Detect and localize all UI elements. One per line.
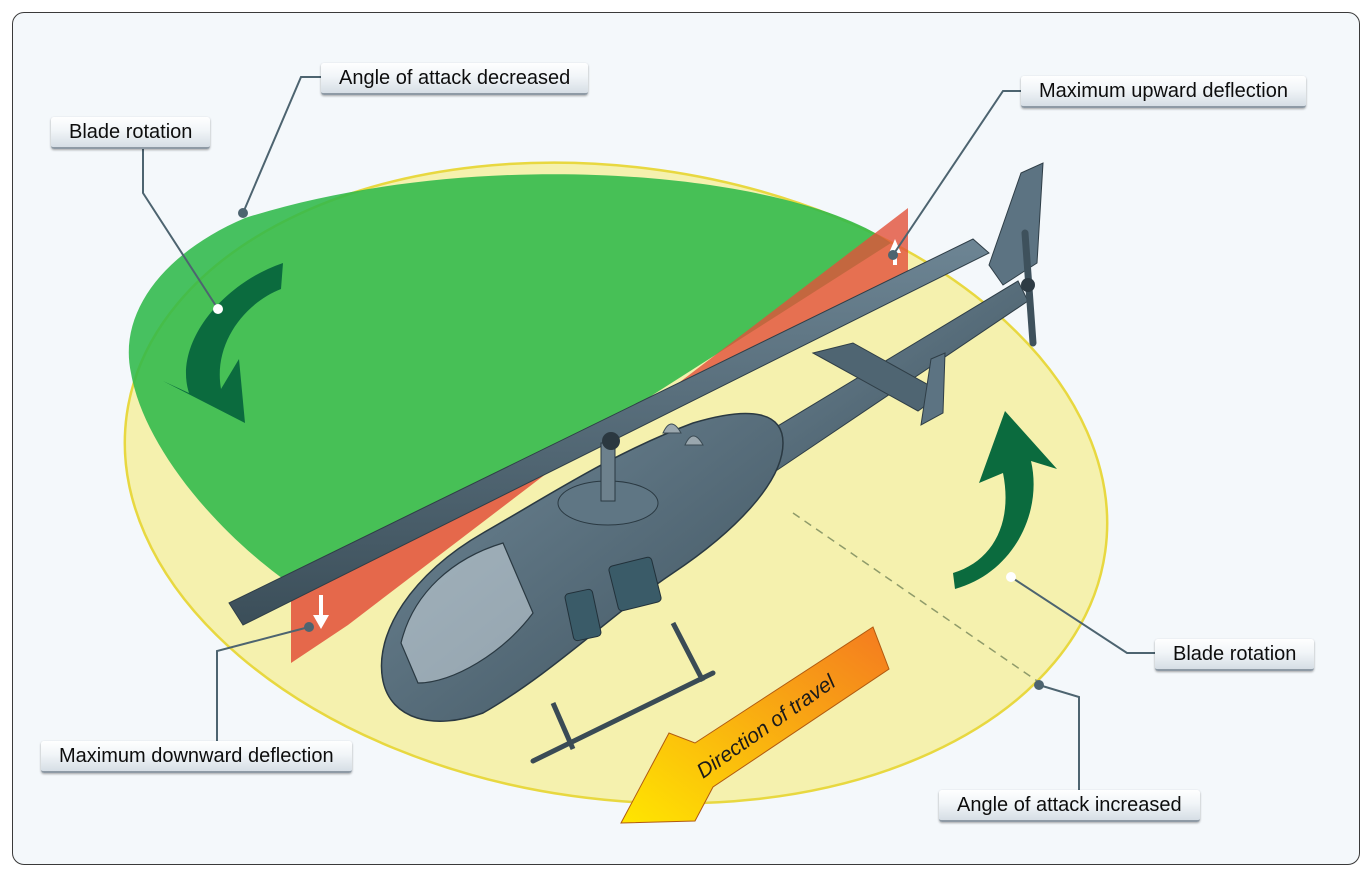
rotor-diagram-scene: Direction of travel [123, 76, 1155, 824]
label-blade-rotation-left: Blade rotation [51, 117, 211, 149]
leader-angle-decreased [242, 76, 323, 214]
cockpit-window [400, 542, 534, 684]
label-max-upward: Maximum upward deflection [1021, 76, 1306, 108]
label-angle-increased: Angle of attack increased [939, 790, 1200, 822]
angle-decreased-zone [128, 174, 891, 593]
rotor-blade [228, 238, 990, 626]
leader-dots [213, 208, 1044, 690]
leader-max-upward [892, 90, 1023, 256]
cabin-window-rear [608, 556, 662, 612]
skid-left [530, 670, 716, 764]
rotation-arrow-right [953, 411, 1057, 589]
skid-strut-rear [670, 621, 706, 683]
vertical-tail-fin [988, 162, 1044, 286]
skid-strut-front [550, 702, 576, 750]
leader-angle-increased [1038, 684, 1080, 791]
label-angle-decreased: Angle of attack decreased [321, 63, 589, 95]
dot-angle-increased [1034, 680, 1044, 690]
cabin-window-front [564, 588, 602, 642]
label-max-downward: Maximum downward deflection [41, 741, 352, 773]
dot-blade-rotation-right [1006, 572, 1016, 582]
leader-blade-rotation-right [1010, 576, 1155, 654]
tail-rotor-hub [1021, 278, 1035, 292]
rotation-arrow-left [163, 263, 283, 423]
dot-angle-decreased [238, 208, 248, 218]
dot-max-downward [304, 622, 314, 632]
leader-max-downward [216, 626, 310, 741]
stabilizer-fin [920, 352, 946, 426]
dot-max-upward [888, 250, 898, 260]
label-blade-rotation-right: Blade rotation [1155, 639, 1315, 671]
disc-axis-line [792, 512, 1044, 686]
rotor-hub [602, 432, 620, 450]
diagram-frame: Direction of travel Angle of attack decr… [12, 12, 1360, 865]
downward-deflection-plane [291, 438, 593, 663]
rotor-mast [600, 442, 616, 502]
downward-deflection-arrow [313, 595, 329, 629]
leader-blade-rotation-left [142, 147, 219, 310]
dot-blade-rotation-left [213, 304, 223, 314]
engine-exhaust [662, 423, 704, 446]
leader-lines [142, 76, 1155, 791]
